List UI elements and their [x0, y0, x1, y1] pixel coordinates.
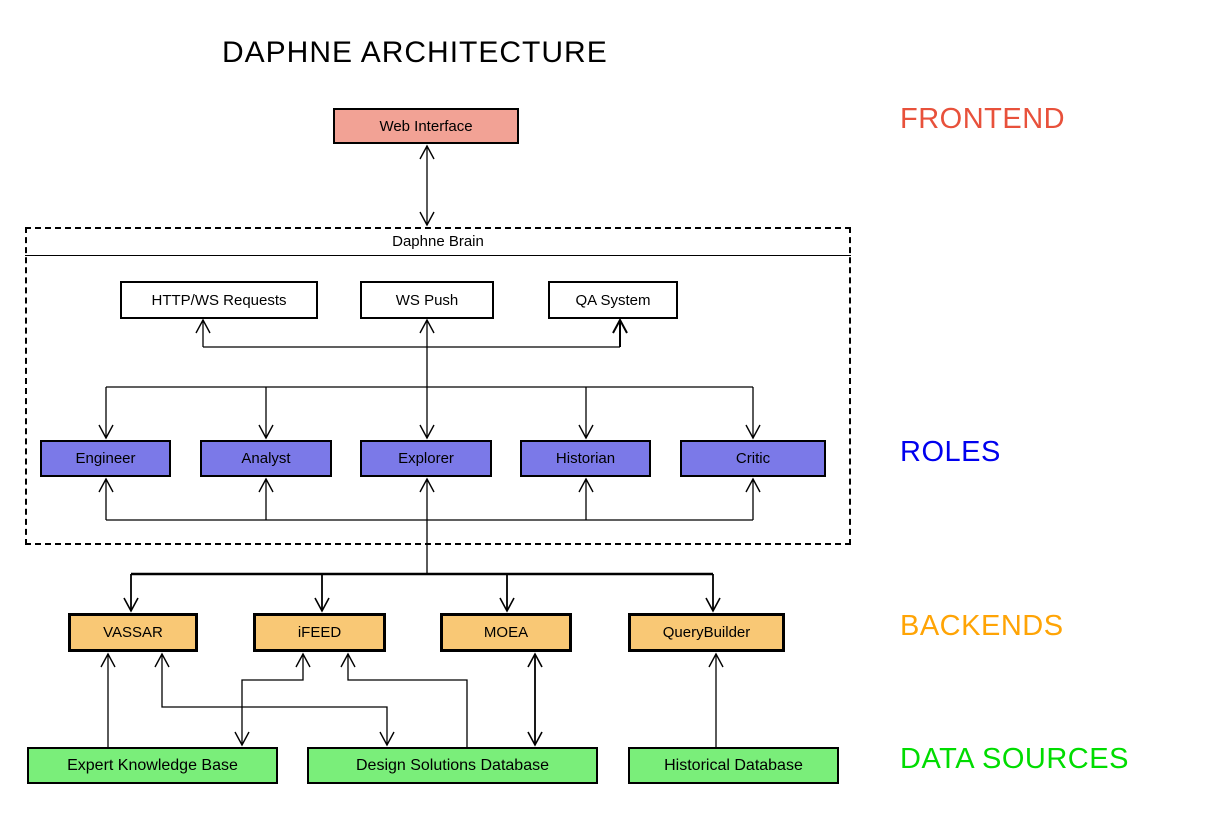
- node-design-solutions-database: Design Solutions Database: [307, 747, 598, 784]
- daphne-brain-container: [25, 227, 851, 545]
- section-label-roles: ROLES: [900, 436, 1001, 468]
- diagram-title: DAPHNE ARCHITECTURE: [222, 36, 608, 69]
- node-expert-knowledge-base: Expert Knowledge Base: [27, 747, 278, 784]
- connector-ifeed-dsd: [340, 652, 468, 747]
- node-querybuilder: QueryBuilder: [628, 613, 785, 652]
- node-critic: Critic: [680, 440, 826, 477]
- node-explorer: Explorer: [360, 440, 492, 477]
- node-ifeed: iFEED: [253, 613, 386, 652]
- node-qa-system: QA System: [548, 281, 678, 319]
- connector-querybuilder-historical: [708, 652, 724, 747]
- node-vassar: VASSAR: [68, 613, 198, 652]
- connector-ifeed-ekb: [234, 652, 311, 747]
- connector-webinterface-brain: [419, 144, 435, 227]
- daphne-brain-label: Daphne Brain: [25, 227, 851, 256]
- node-engineer: Engineer: [40, 440, 171, 477]
- section-label-data-sources: DATA SOURCES: [900, 743, 1129, 775]
- node-historian: Historian: [520, 440, 651, 477]
- section-label-backends: BACKENDS: [900, 610, 1064, 642]
- node-ws-push: WS Push: [360, 281, 494, 319]
- connector-vassar-ekb: [100, 652, 116, 747]
- node-analyst: Analyst: [200, 440, 332, 477]
- node-http-ws-requests: HTTP/WS Requests: [120, 281, 318, 319]
- connector-moea-dsd: [527, 652, 543, 747]
- node-historical-database: Historical Database: [628, 747, 839, 784]
- node-web-interface: Web Interface: [333, 108, 519, 144]
- node-moea: MOEA: [440, 613, 572, 652]
- section-label-frontend: FRONTEND: [900, 103, 1066, 135]
- connector-vassar-dsd: [154, 652, 395, 747]
